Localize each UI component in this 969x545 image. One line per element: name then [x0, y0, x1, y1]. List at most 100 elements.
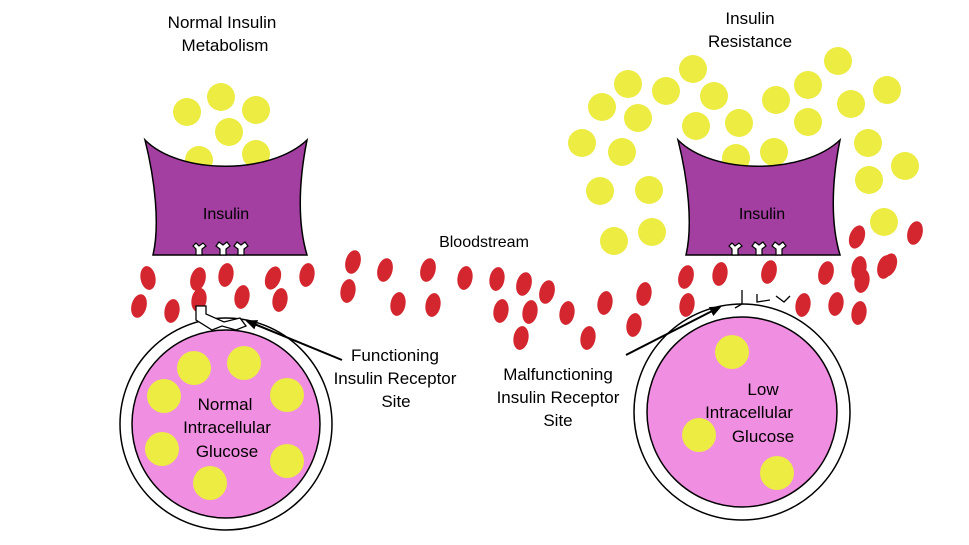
red-blood-cell: [272, 288, 288, 312]
functioning-receptor-site: [195, 305, 248, 331]
glucose-molecule: [193, 466, 227, 500]
red-blood-cell: [234, 285, 250, 309]
malfunctioning-site-line1: Malfunctioning: [503, 365, 613, 384]
free-glucose-resistance: [568, 47, 919, 255]
intracellular-glucose-normal: [145, 346, 304, 500]
free-glucose-normal: [173, 83, 270, 174]
red-blood-cell: [164, 299, 180, 323]
red-blood-cell: [539, 280, 555, 304]
insulin-label-resistance: Insulin: [739, 206, 785, 223]
red-blood-cell: [907, 221, 923, 245]
cell-normal: Normal Intracellular Glucose: [119, 305, 333, 531]
red-blood-cell: [828, 292, 844, 316]
intracellular-glucose-low: [682, 335, 794, 490]
red-blood-cell: [425, 293, 441, 317]
glucose-molecule: [652, 77, 680, 105]
red-blood-cell: [795, 293, 811, 317]
glucose-molecule: [760, 138, 788, 166]
red-blood-cell: [880, 253, 898, 277]
bloodstream-label: Bloodstream: [439, 234, 529, 251]
glucose-molecule: [588, 93, 616, 121]
insulin-cup-resistance: Insulin: [676, 137, 842, 256]
normal-glucose-line1: Normal: [198, 395, 253, 414]
malfunctioning-site-line2: Insulin Receptor: [497, 388, 620, 407]
arrow-malfunctioning-site: [625, 306, 722, 356]
red-blood-cell: [854, 269, 870, 293]
red-blood-cell: [140, 266, 156, 290]
red-blood-cell: [420, 258, 436, 282]
glucose-molecule: [635, 176, 663, 204]
red-blood-cell: [712, 262, 728, 286]
red-blood-cell: [678, 265, 694, 289]
red-blood-cell: [340, 279, 356, 303]
glucose-molecule: [608, 138, 636, 166]
functioning-site-line1: Functioning: [351, 346, 439, 365]
normal-glucose-line3: Glucose: [196, 442, 258, 461]
red-blood-cell: [522, 300, 538, 324]
glucose-molecule: [177, 351, 211, 385]
low-glucose-line3: Glucose: [732, 427, 794, 446]
arrow-functioning-site: [245, 320, 343, 361]
glucose-molecule: [760, 456, 794, 490]
low-glucose-line1: Low: [747, 380, 779, 399]
red-blood-cell: [559, 301, 575, 325]
glucose-molecule: [147, 379, 181, 413]
red-blood-cell: [636, 282, 652, 306]
glucose-molecule: [794, 108, 822, 136]
heading-normal-line2: Metabolism: [182, 36, 269, 55]
glucose-molecule: [227, 346, 261, 380]
heading-resistance-line2: Resistance: [708, 32, 792, 51]
red-blood-cell: [597, 291, 613, 315]
glucose-molecule: [794, 71, 822, 99]
red-blood-cell: [390, 292, 406, 316]
insulin-cup-normal: Insulin: [143, 137, 309, 256]
glucose-molecule: [568, 129, 596, 157]
glucose-molecule: [837, 90, 865, 118]
red-blood-cells: [131, 221, 923, 350]
heading-resistance-line1: Insulin: [725, 9, 774, 28]
glucose-molecule: [855, 166, 883, 194]
red-blood-cell: [299, 263, 315, 287]
glucose-molecule: [854, 129, 882, 157]
red-blood-cell: [218, 263, 234, 287]
glucose-molecule: [207, 83, 235, 111]
red-blood-cell: [679, 293, 695, 317]
glucose-molecule: [700, 82, 728, 110]
red-blood-cell: [516, 272, 532, 296]
glucose-molecule: [891, 152, 919, 180]
glucose-molecule: [215, 118, 243, 146]
red-blood-cell: [626, 313, 642, 337]
glucose-molecule: [682, 112, 710, 140]
red-blood-cell: [190, 267, 206, 291]
functioning-site-line2: Insulin Receptor: [334, 369, 457, 388]
glucose-molecule: [715, 335, 749, 369]
glucose-molecule: [725, 109, 753, 137]
red-blood-cell: [457, 266, 473, 290]
glucose-molecule: [173, 98, 201, 126]
glucose-molecule: [682, 418, 716, 452]
glucose-molecule: [242, 140, 270, 168]
glucose-molecule: [600, 227, 628, 255]
heading-normal-line1: Normal Insulin: [168, 13, 277, 32]
low-glucose-line2: Intracellular: [705, 403, 793, 422]
glucose-molecule: [242, 96, 270, 124]
glucose-molecule: [270, 378, 304, 412]
malfunctioning-site-line3: Site: [543, 411, 572, 430]
glucose-molecule: [824, 47, 852, 75]
red-blood-cell: [489, 267, 505, 291]
malfunctioning-receptor-site: [734, 290, 791, 309]
red-blood-cell: [761, 260, 777, 284]
functioning-site-line3: Site: [381, 392, 410, 411]
glucose-molecule: [762, 86, 790, 114]
glucose-molecule: [873, 76, 901, 104]
red-blood-cell: [264, 266, 282, 290]
glucose-molecule: [586, 177, 614, 205]
red-blood-cell: [818, 261, 834, 285]
insulin-receptor-keys-normal: [192, 241, 249, 256]
red-blood-cell: [513, 326, 529, 350]
insulin-receptor-keys-resistance: [728, 241, 787, 256]
red-blood-cell: [848, 225, 866, 249]
glucose-molecule: [679, 55, 707, 83]
red-blood-cell: [851, 301, 867, 325]
